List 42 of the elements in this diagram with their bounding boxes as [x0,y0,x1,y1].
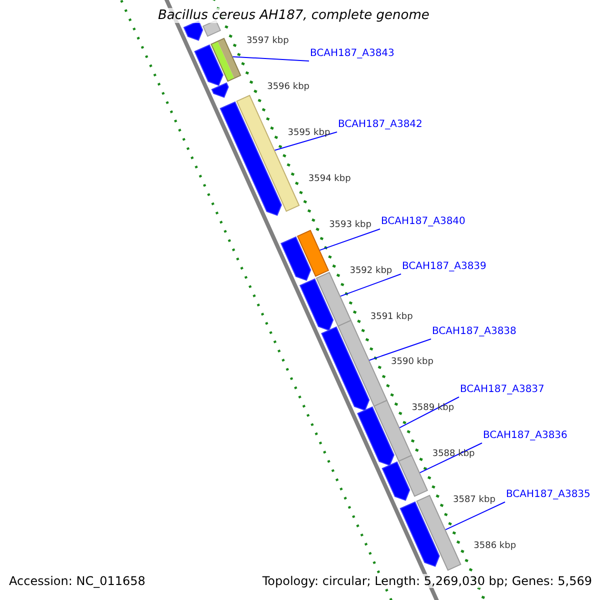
leader-line [232,56,310,62]
accession-text: Accession: NC_011658 [9,574,146,588]
coding-sequence-block [382,461,410,501]
tick-label: 3595 kbp [288,128,330,138]
tick-label: 3590 kbp [391,357,434,368]
gene-label: BCAH187_A3840 [381,216,466,227]
tick-label: 3594 kbp [308,174,351,184]
tick-label: 3587 kbp [453,495,496,506]
gene-feature-bar [296,230,330,277]
gene-label: BCAH187_A3835 [506,489,590,500]
coding-sequence-block [400,501,440,567]
gene-label: BCAH187_A3839 [402,261,486,272]
gene-label: BCAH187_A3838 [432,326,516,337]
title: Bacillus cereus AH187, complete genome [158,8,430,23]
genome-summary-text: Topology: circular; Length: 5,269,030 bp; Genes: 5,569 [262,574,592,588]
gene-label: BCAH187_A3842 [338,119,422,130]
coding-sequence-block [321,326,370,411]
leader-line [445,502,506,530]
coding-sequence-block [220,101,282,216]
gene-label: BCAH187_A3843 [310,48,394,59]
coding-sequence-block [280,236,312,281]
leader-line [399,396,460,428]
tick-label: 3588 kbp [432,449,475,460]
gene-feature-bar [210,38,242,82]
coding-sequence-block [299,278,334,331]
gene-label: BCAH187_A3836 [483,430,568,441]
tick-label: 3589 kbp [412,403,454,414]
tick-label: 3597 kbp [246,36,289,46]
gene-label: BCAH187_A3837 [460,384,544,395]
tick-label: 3596 kbp [267,82,310,92]
gene-feature-bar [398,454,428,497]
tick-label: 3593 kbp [329,220,372,230]
tick-label: 3591 kbp [370,312,413,322]
coding-sequence-block [194,44,224,86]
leader-line [274,132,338,151]
gene-feature-bar [373,400,412,462]
coding-sequence-block [183,20,204,41]
tick-label: 3586 kbp [474,541,516,552]
tick-label: 3592 kbp [350,266,392,276]
coding-sequence-block [357,406,394,466]
gene-feature-bar [337,320,388,407]
gene-feature-bar [316,272,352,327]
